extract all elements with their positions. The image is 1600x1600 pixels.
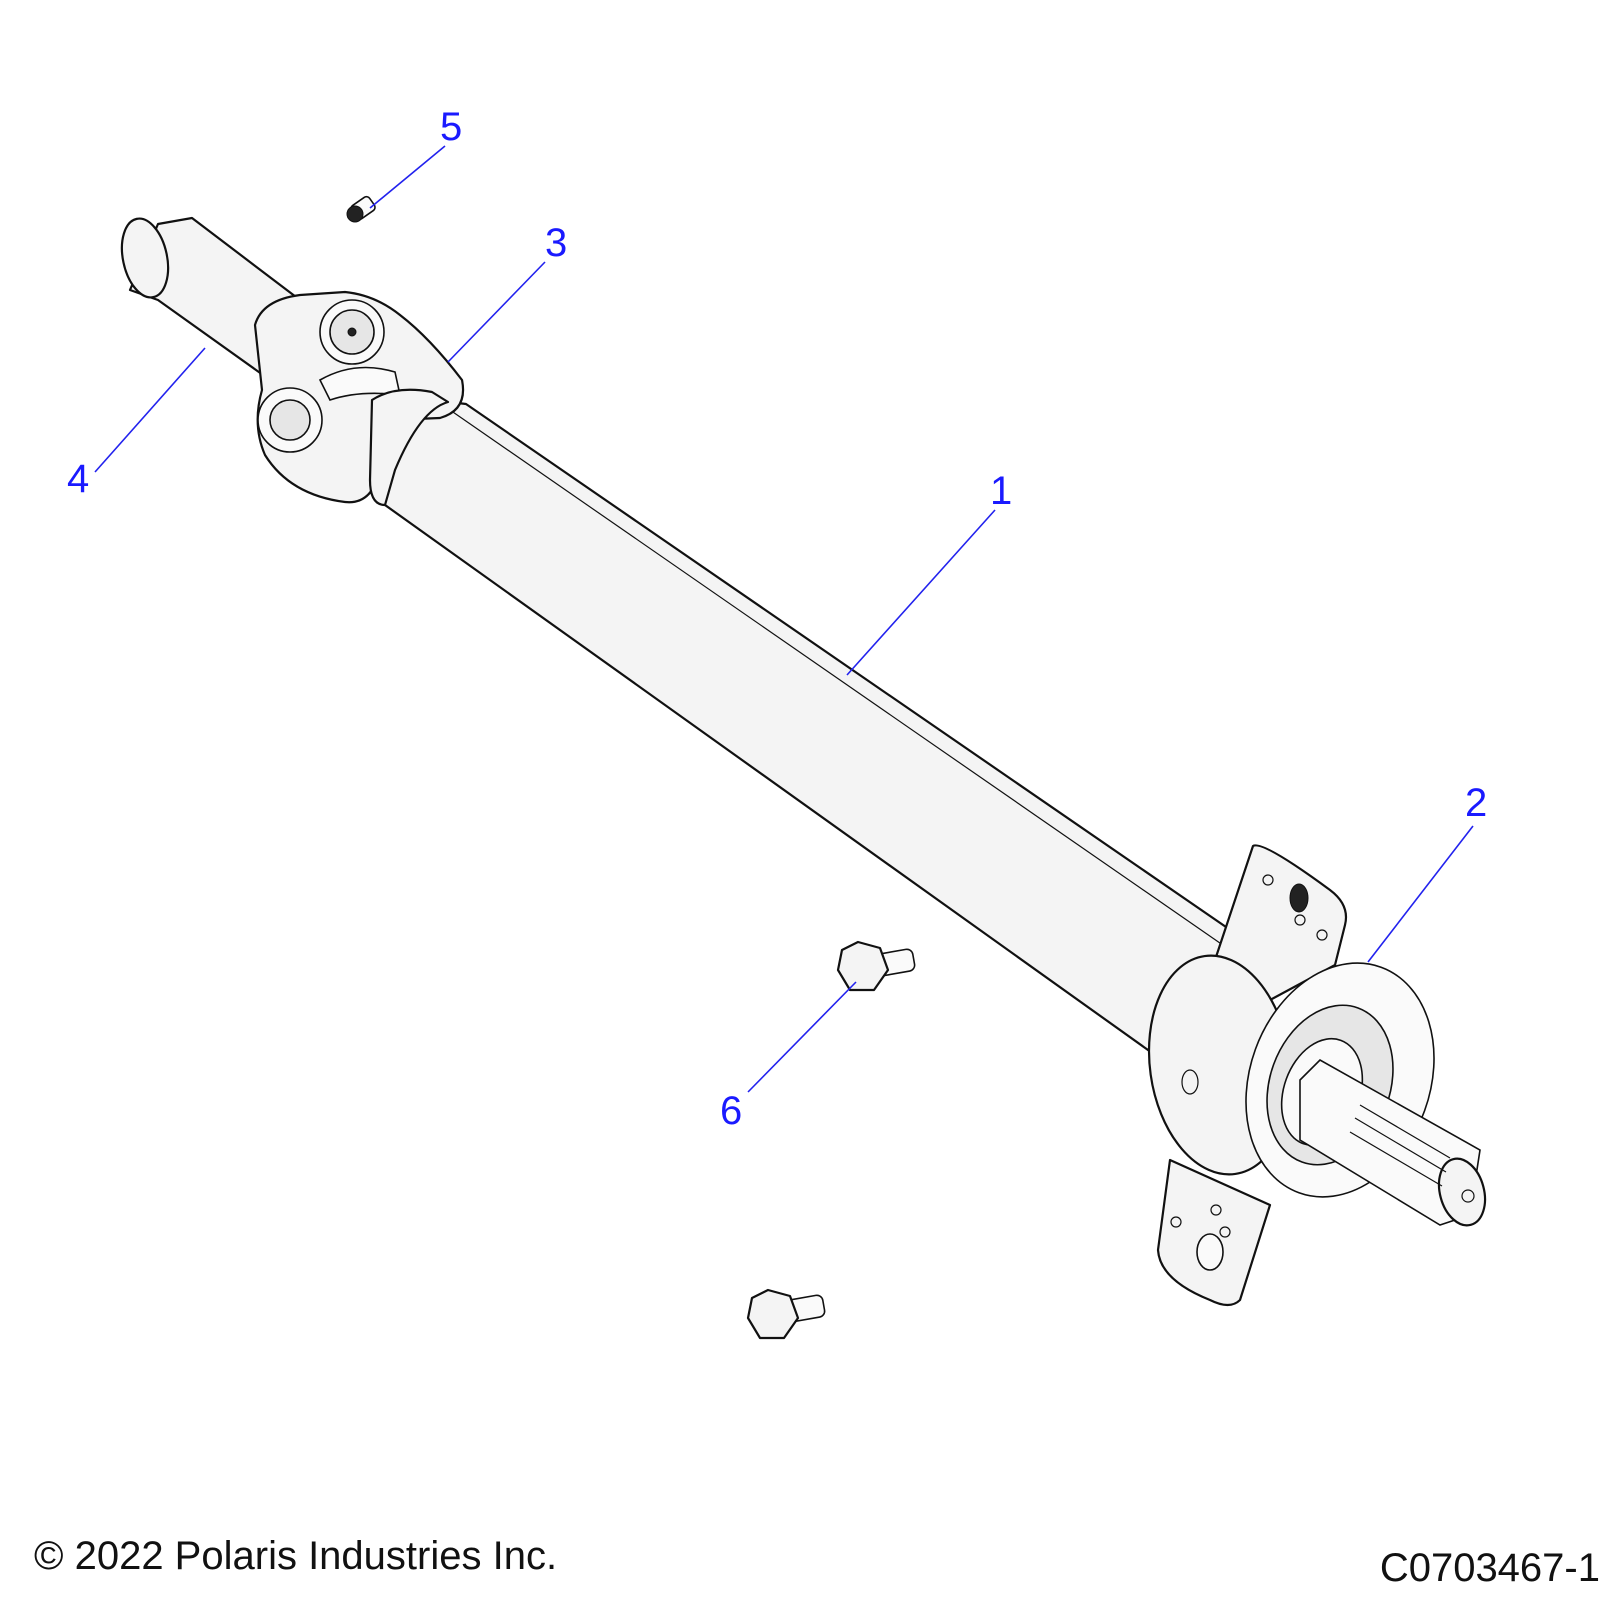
u-joint <box>253 290 465 507</box>
callout-6: 6 <box>720 1089 742 1133</box>
callout-4: 4 <box>67 457 89 501</box>
copyright-notice: © 2022 Polaris Industries Inc. <box>34 1534 558 1578</box>
flange-bolt-upper <box>836 940 916 992</box>
leader-3 <box>447 261 546 363</box>
callout-2: 2 <box>1465 781 1487 825</box>
leader-4 <box>94 347 206 473</box>
leader-2 <box>1367 825 1474 963</box>
callout-5: 5 <box>440 105 462 149</box>
leader-1 <box>846 509 996 676</box>
leader-6 <box>747 981 857 1093</box>
callout-1: 1 <box>990 469 1012 513</box>
drawing-number: C0703467-1 <box>1379 1546 1600 1590</box>
flange-bolt-lower <box>746 1288 826 1340</box>
driveshaft-tube <box>376 393 1244 1052</box>
callout-3: 3 <box>545 221 567 265</box>
carrier-bearing <box>1147 844 1487 1307</box>
grease-fitting <box>346 195 376 223</box>
leader-5 <box>369 145 446 209</box>
